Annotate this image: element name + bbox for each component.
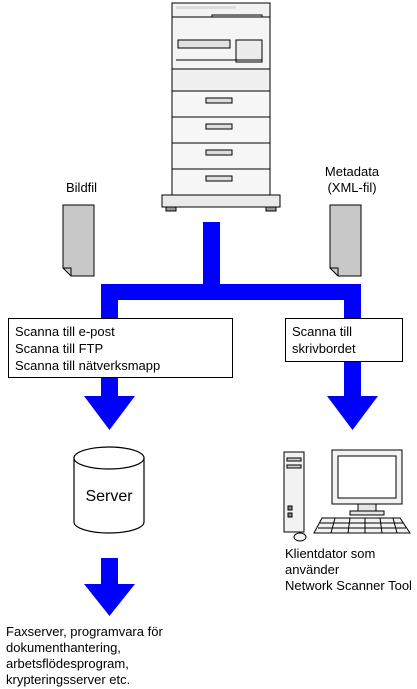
scan-to-email-label: Scanna till e-post	[15, 324, 115, 339]
scan-to-network-folder-label: Scanna till nätverksmapp	[15, 358, 161, 373]
scan-to-desktop-line2: skrivbordet	[292, 341, 356, 356]
client-caption-line2: Network Scanner Tool	[285, 578, 412, 593]
metadata-label-line2: (XML-fil)	[327, 180, 377, 195]
scan-to-desktop-line1: Scanna till	[292, 324, 352, 339]
metadata-document-fold	[330, 267, 339, 276]
destinations-line4: krypteringsserver etc.	[6, 672, 131, 687]
metadata-document-icon	[329, 204, 362, 277]
arrow-to-client	[327, 396, 378, 430]
client-computer-icon	[283, 449, 411, 542]
image-file-label: Bildfil	[66, 180, 98, 195]
destinations-caption: Faxserver, programvara för dokumenthante…	[6, 624, 163, 688]
metadata-label-line1: Metadata	[324, 164, 380, 179]
destinations-line1: Faxserver, programvara för	[6, 624, 163, 639]
client-caption: Klientdator som använder Network Scanner…	[285, 546, 417, 594]
scan-destinations-box: Scanna till e-post Scanna till FTP Scann…	[8, 318, 233, 378]
printer-icon	[161, 2, 281, 212]
flow-connector	[101, 222, 361, 586]
arrow-to-server	[84, 396, 135, 430]
destinations-line3: arbetsflödesprogram,	[6, 656, 129, 671]
metadata-label: Metadata (XML-fil)	[322, 164, 382, 196]
server-label: Server	[85, 488, 133, 505]
image-file-document-fold	[63, 267, 72, 276]
arrow-to-destinations	[84, 584, 135, 616]
scan-to-ftp-label: Scanna till FTP	[15, 341, 104, 356]
destinations-line2: dokumenthantering,	[6, 640, 121, 655]
client-caption-line1: Klientdator som använder	[285, 546, 376, 577]
scan-to-desktop-box: Scanna till skrivbordet	[285, 318, 403, 362]
image-file-document-icon	[62, 204, 95, 277]
server-icon	[73, 446, 145, 534]
